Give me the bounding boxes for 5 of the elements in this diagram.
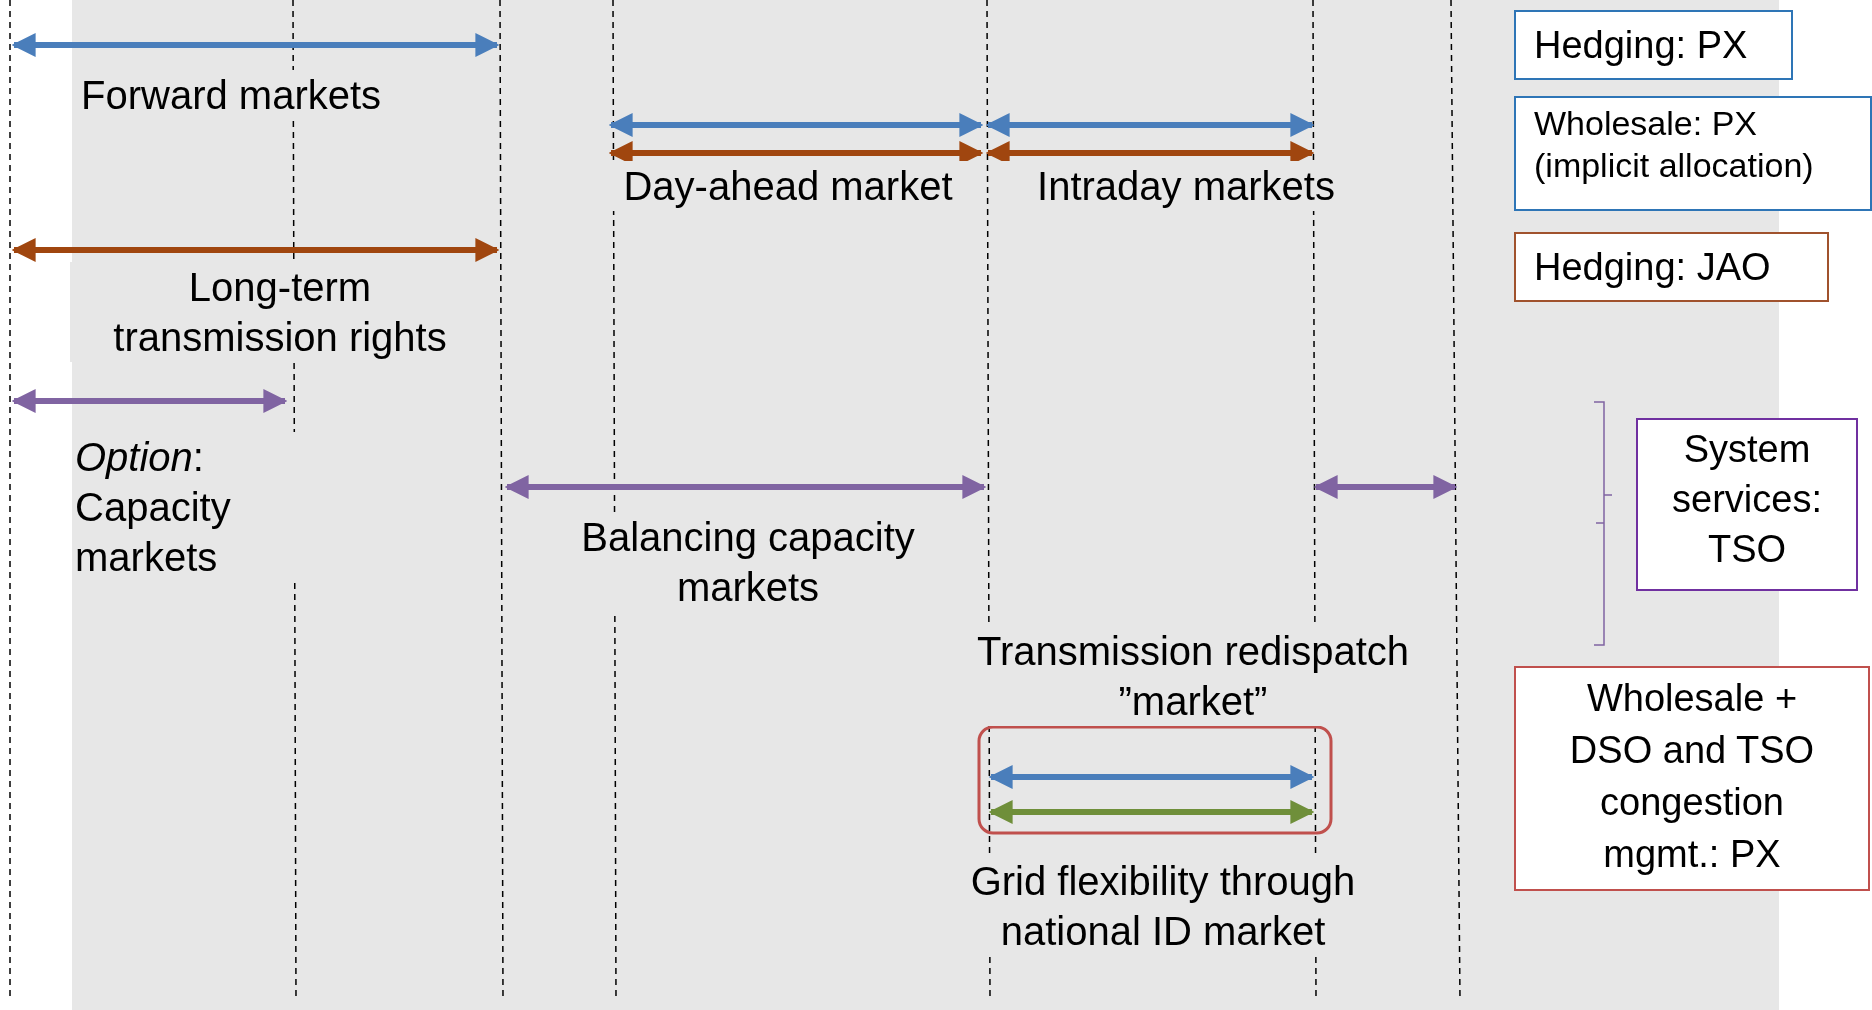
legend-entry: System services: TSO	[1636, 418, 1858, 591]
legend-entry: Hedging: PX	[1514, 10, 1793, 80]
legend-entry: Hedging: JAO	[1514, 232, 1829, 302]
legend-entry: Wholesale: PX (implicit allocation)	[1514, 96, 1872, 211]
legend-entry: Wholesale + DSO and TSO congestion mgmt.: PX	[1514, 666, 1870, 891]
